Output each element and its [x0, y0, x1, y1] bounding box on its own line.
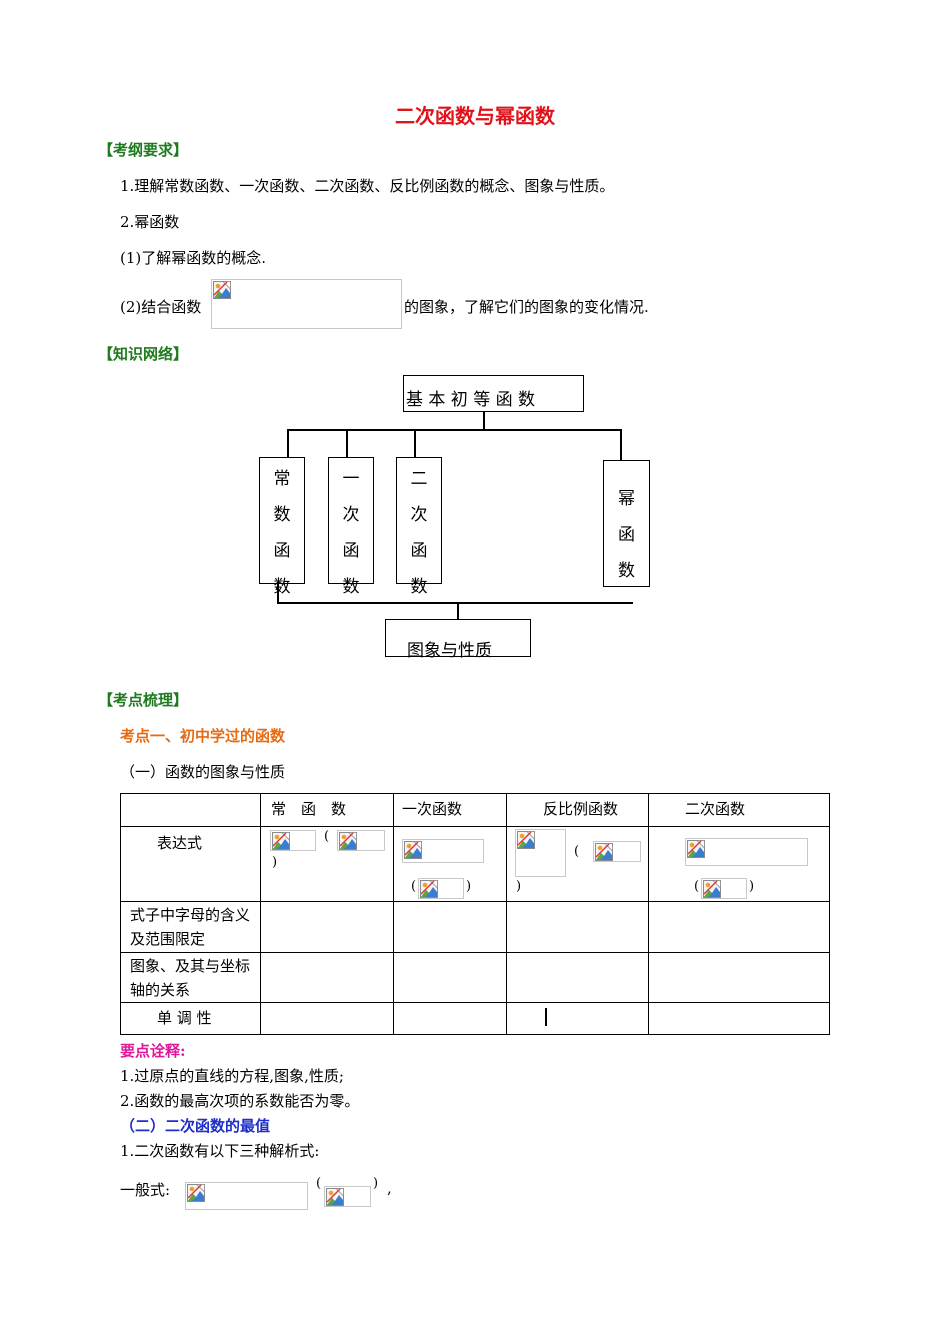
table-cell: [393, 952, 507, 1003]
requirement-item-2-2-prefix: (2)结合函数: [120, 298, 202, 316]
table-cell: ( ): [648, 826, 830, 902]
page-title: 二次函数与幂函数: [395, 104, 555, 128]
diagram-bottom-label: 图象与性质: [407, 641, 492, 661]
diagram-node-power: 幂 函 数: [603, 460, 650, 587]
table-row-label: 图象、及其与坐标轴的关系: [120, 952, 261, 1003]
requirement-item-2-2-suffix: 的图象，了解它们的图象的变化情况.: [404, 298, 649, 316]
table-cell: ( ): [393, 826, 507, 902]
formula-image: [211, 279, 402, 329]
table-cell: ( ): [260, 826, 394, 902]
section-heading-kaogang: 【考纲要求】: [98, 141, 189, 159]
function-table: 常 函 数 一次函数 反比例函数 二次函数 表达式 ( ) ( ) ( ) (: [120, 793, 830, 1035]
diagram-root-label: 基 本 初 等 函 数: [406, 390, 536, 410]
table-cell: [648, 1002, 830, 1035]
general-form-label: 一般式:: [120, 1181, 171, 1199]
diagram-node-linear: 一 次 函 数: [328, 457, 374, 597]
table-header-cell: [120, 793, 261, 827]
broken-image-icon: [595, 843, 613, 861]
section-heading-zhishi: 【知识网络】: [98, 345, 189, 363]
notes-heading: 要点诠释:: [120, 1042, 186, 1060]
kaodian1-heading: 考点一、初中学过的函数: [120, 727, 286, 745]
table-cell: [506, 901, 649, 953]
table-cell: [260, 901, 394, 953]
broken-image-icon: [272, 832, 290, 850]
formula-image: [185, 1182, 308, 1210]
diagram-node-quadratic: 二 次 函 数: [396, 457, 442, 597]
table-header-cell: 常 函 数: [260, 793, 394, 827]
requirement-item-2: 2.幂函数: [120, 213, 180, 231]
table-row-label: 表达式: [120, 826, 261, 902]
table-cell: [648, 952, 830, 1003]
diagram-root-box: 基 本 初 等 函 数: [403, 375, 584, 412]
table-cell: [260, 1002, 394, 1035]
table-header-cell: 一次函数: [393, 793, 507, 827]
table-cell: [393, 1002, 507, 1035]
table-header-cell: 二次函数: [648, 793, 830, 827]
table-row-label: 式子中字母的含义及范围限定: [120, 901, 261, 953]
requirement-item-1: 1.理解常数函数、一次函数、二次函数、反比例函数的概念、图象与性质。: [120, 177, 615, 195]
text-cursor: [545, 1008, 547, 1026]
requirement-item-2-1: (1)了解幂函数的概念.: [120, 249, 267, 267]
notes-item-2: 2.函数的最高次项的系数能否为零。: [120, 1092, 360, 1110]
table-cell: [648, 901, 830, 953]
kaodian1-sub: （一）函数的图象与性质: [120, 763, 286, 781]
table-header-cell: 反比例函数: [506, 793, 649, 827]
kaodian2-heading: （二）二次函数的最值: [120, 1117, 271, 1135]
broken-image-icon: [326, 1188, 344, 1206]
table-row-label: 单 调 性: [120, 1002, 261, 1035]
broken-image-icon: [420, 880, 438, 898]
table-cell: [260, 952, 394, 1003]
broken-image-icon: [703, 880, 721, 898]
table-cell: [393, 901, 507, 953]
broken-image-icon: [187, 1184, 205, 1202]
section-heading-kaodian: 【考点梳理】: [98, 691, 189, 709]
table-cell: ( ): [506, 826, 649, 902]
broken-image-icon: [213, 281, 231, 299]
table-cell: [506, 952, 649, 1003]
diagram-node-constant: 常 数 函 数: [259, 457, 305, 597]
diagram-bottom-box: 图象与性质: [385, 619, 531, 661]
formula-image: [324, 1186, 371, 1207]
broken-image-icon: [517, 831, 535, 849]
broken-image-icon: [404, 841, 422, 859]
broken-image-icon: [687, 840, 705, 858]
table-cell: [506, 1002, 649, 1035]
kaodian2-item-1: 1.二次函数有以下三种解析式:: [120, 1142, 320, 1160]
broken-image-icon: [339, 832, 357, 850]
notes-item-1: 1.过原点的直线的方程,图象,性质;: [120, 1067, 344, 1085]
